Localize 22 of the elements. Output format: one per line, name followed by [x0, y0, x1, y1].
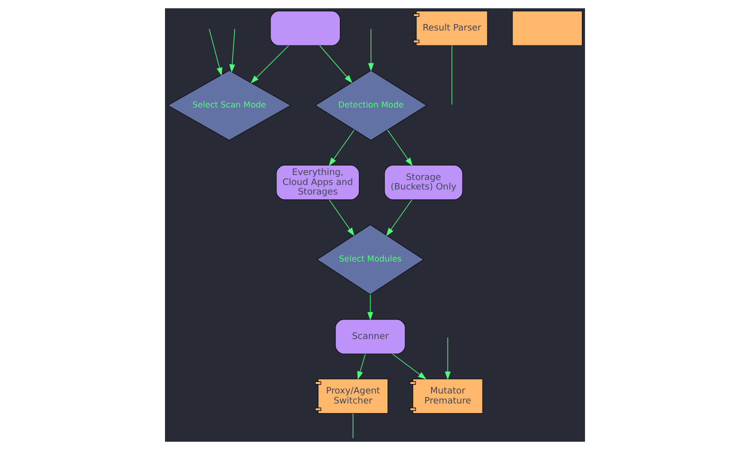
arrow — [328, 199, 354, 236]
node-diamond: Detection Mode — [314, 70, 428, 141]
arrow — [387, 130, 413, 166]
node-box — [512, 10, 583, 46]
arrow — [367, 294, 374, 320]
arrow — [444, 337, 451, 380]
node-diamond: Select Modules — [316, 224, 424, 295]
arrow — [229, 28, 236, 73]
arrow — [250, 45, 289, 84]
node-box: Scanner — [335, 319, 406, 354]
node-box: Storage (Buckets) Only — [384, 164, 463, 200]
arrow — [357, 354, 366, 380]
arrow — [386, 199, 412, 236]
connector — [352, 413, 354, 439]
node-box: Everything, Cloud Apps and Storages — [276, 164, 360, 200]
arrow — [368, 28, 374, 72]
arrow — [328, 130, 354, 166]
arrow — [208, 28, 222, 76]
node-box — [270, 10, 341, 46]
arrow — [319, 45, 352, 84]
arrow — [392, 354, 426, 380]
node-diamond: Select Scan Mode — [167, 70, 292, 141]
